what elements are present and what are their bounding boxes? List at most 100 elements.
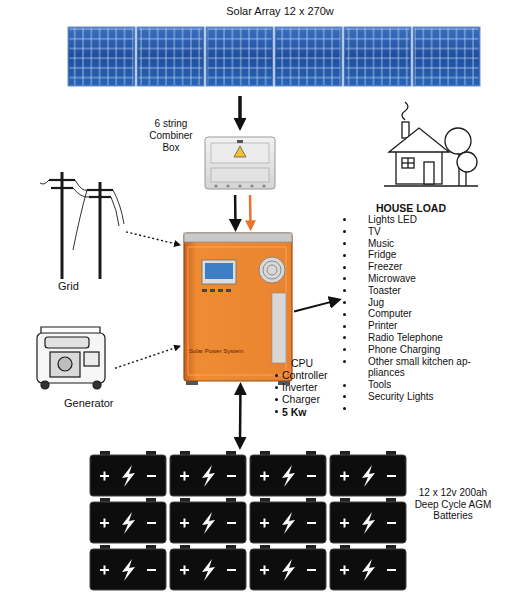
bullet-dot — [343, 277, 346, 280]
connector-arrow — [115, 347, 179, 369]
generator-part — [41, 327, 100, 333]
lightning-symbol — [362, 465, 375, 487]
connector-arrow — [234, 195, 237, 228]
inverter-part — [202, 260, 236, 284]
component-node: Grid — [40, 168, 126, 280]
bullet-dot — [343, 336, 346, 339]
solar-panel — [68, 27, 135, 86]
lightning-symbol — [362, 512, 375, 534]
inverter-part — [226, 289, 231, 292]
lightning-symbol — [122, 559, 135, 581]
list-item: Other small kitchen ap- pliances — [368, 356, 480, 380]
battery-plus — [100, 566, 109, 575]
battery-minus — [147, 522, 156, 524]
solar-panel — [275, 27, 342, 86]
battery — [90, 455, 166, 496]
list-item: Phone Charging — [368, 344, 480, 356]
component-label: HOUSE LOAD — [376, 202, 476, 215]
connector-arrow — [239, 386, 242, 446]
battery-minus — [387, 475, 396, 477]
component-node: Generator — [33, 324, 109, 390]
combiner-box-part — [234, 146, 246, 157]
battery — [170, 549, 246, 590]
component-node: 6 string Combiner Box — [205, 137, 275, 190]
house-part — [445, 128, 471, 154]
house-part — [402, 158, 414, 168]
solar-panel — [206, 27, 273, 86]
list-item: Computer — [368, 308, 480, 320]
battery-plus — [260, 519, 269, 528]
battery — [330, 502, 406, 543]
house — [384, 102, 478, 186]
house-part — [402, 102, 408, 120]
lightning-symbol — [122, 512, 135, 534]
battery — [170, 502, 246, 543]
bullet-dot — [343, 348, 346, 351]
battery — [250, 549, 326, 590]
solar-cells — [208, 28, 272, 85]
house-part — [402, 122, 409, 138]
grid-poles-part — [87, 189, 113, 191]
battery-plus — [340, 566, 349, 575]
solar-cells — [70, 28, 134, 85]
inverter — [184, 233, 292, 385]
combiner-box-part — [262, 184, 265, 187]
battery-plus — [100, 472, 109, 481]
list-item: Lights LED — [368, 214, 480, 226]
house-part — [396, 150, 442, 184]
inverter-part — [218, 289, 223, 292]
inverter-part — [202, 289, 207, 292]
inverter-part — [259, 257, 285, 283]
bullet-dot — [343, 218, 346, 221]
battery-plus — [180, 519, 189, 528]
bullet-dot — [343, 407, 346, 410]
battery-plus — [180, 566, 189, 575]
battery-plus — [100, 519, 109, 528]
bullet-dot — [275, 374, 278, 377]
inverter-part — [210, 289, 215, 292]
list-item: Controller — [282, 369, 342, 381]
list-item: Inverter — [282, 381, 342, 393]
grid-poles-part — [40, 180, 49, 184]
inverter-part — [205, 263, 233, 279]
battery-plus — [340, 472, 349, 481]
generator-part — [84, 352, 99, 366]
grid-poles-part — [73, 190, 87, 250]
item-list: Lights LEDTVMusicFridgeFreezerMicrowaveT… — [368, 214, 480, 403]
lightning-symbol — [282, 559, 295, 581]
battery-minus — [307, 569, 316, 571]
bullet-dot — [275, 386, 278, 389]
bullet-dot — [343, 395, 346, 398]
grid-poles-part — [75, 180, 87, 190]
battery-minus — [227, 475, 236, 477]
bullet-dot — [343, 301, 346, 304]
component-label: 12 x 12v 200ah Deep Cycle AGM Batteries — [413, 487, 493, 522]
lightning-symbol — [202, 512, 215, 534]
battery — [250, 502, 326, 543]
grid-poles-part — [51, 187, 73, 189]
grid-poles-part — [49, 179, 75, 181]
battery-plus — [180, 472, 189, 481]
battery-minus — [387, 569, 396, 571]
component-label: Solar Array 12 x 270w — [150, 5, 410, 18]
component-node: 12 x 12v 200ah Deep Cycle AGM Batteries — [88, 449, 412, 592]
house-part — [424, 162, 434, 184]
solar-cells — [139, 28, 203, 85]
connector-arrow — [238, 96, 242, 127]
combiner-box — [205, 137, 275, 189]
generator — [37, 327, 105, 389]
bullet-dot — [275, 398, 278, 401]
list-item: TV — [368, 226, 480, 238]
component-label: Generator — [64, 397, 144, 410]
house-part — [457, 152, 477, 172]
combiner-box-part — [205, 137, 275, 189]
list-item: 5 Kw — [282, 406, 342, 418]
house-part — [402, 162, 414, 163]
component-label: Grid — [58, 280, 118, 293]
bullet-dot — [343, 242, 346, 245]
list-item: Microwave — [368, 273, 480, 285]
combiner-box-part — [237, 140, 243, 143]
battery-minus — [227, 569, 236, 571]
combiner-box-part — [211, 143, 269, 163]
generator-part — [37, 333, 105, 383]
